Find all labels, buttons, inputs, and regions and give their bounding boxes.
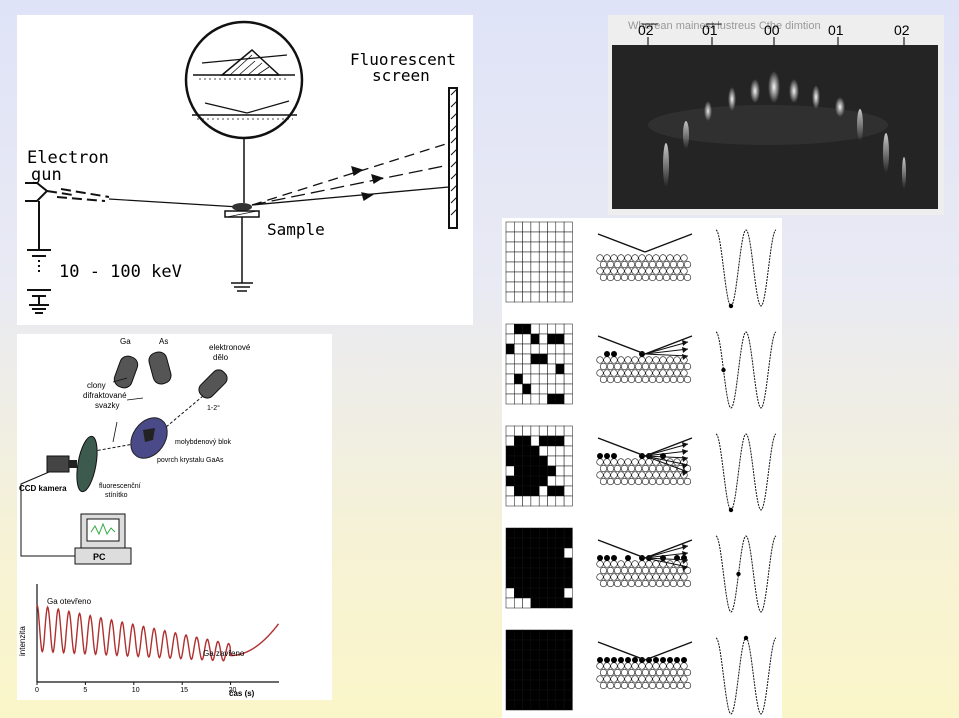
molybdenum-block-icon bbox=[130, 417, 168, 459]
intensity-curve bbox=[715, 635, 777, 715]
x-tick-label: 5 bbox=[83, 687, 87, 694]
pattern-label-01: 01 bbox=[828, 22, 844, 38]
atom-model bbox=[596, 335, 693, 384]
crystal-surface-label: povrch krystalu GaAs bbox=[157, 457, 224, 464]
oscillation-xlabel: čas (s) bbox=[229, 689, 255, 698]
mbe-diagram: Ga As elektronové dělo 1-2° clony difrak… bbox=[18, 337, 280, 698]
diffracted-beams bbox=[251, 142, 450, 206]
oscillation-series-line bbox=[36, 604, 280, 662]
angle-label: 1-2° bbox=[207, 404, 220, 412]
fluorescent-screen-label-2: screen bbox=[372, 66, 430, 85]
fluorescent-screen-icon bbox=[76, 435, 98, 493]
surface-coverage-grid bbox=[505, 425, 573, 507]
sample-holder bbox=[224, 203, 260, 292]
ccd-camera-icon bbox=[46, 455, 77, 473]
pattern-label-00: 00 bbox=[764, 22, 780, 38]
sample-label: Sample bbox=[267, 220, 325, 239]
rheed-schematic: Electron gun Sample Fluoresc bbox=[17, 15, 473, 325]
voltage-label: 10 - 100 keV bbox=[59, 262, 182, 282]
battery-icon bbox=[27, 249, 51, 314]
growth-stage-row bbox=[505, 221, 777, 309]
ga-label: Ga bbox=[120, 337, 131, 346]
x-tick-label: 10 bbox=[132, 687, 140, 694]
growth-stage-row bbox=[505, 323, 777, 409]
growth-stage-row bbox=[505, 629, 777, 715]
intensity-curve bbox=[715, 433, 777, 513]
pattern-axis bbox=[647, 37, 905, 47]
intensity-marker bbox=[728, 303, 734, 309]
pattern-label-02bar: 0̅2̅ bbox=[638, 22, 659, 38]
oscillation-ylabel: intenzita bbox=[18, 626, 27, 656]
pc-icon bbox=[74, 513, 132, 565]
x-tick-label: 15 bbox=[180, 687, 188, 694]
intensity-curve bbox=[715, 535, 777, 613]
background-text: Wherean mainest lustreus Cthe dimtion bbox=[628, 20, 821, 32]
intensity-marker bbox=[743, 635, 749, 641]
intensity-curve bbox=[715, 331, 777, 409]
ga-effusion-cell-icon bbox=[113, 355, 139, 389]
fluorescent-screen-label-1: Fluorescent bbox=[350, 50, 456, 69]
intensity-marker bbox=[728, 507, 734, 513]
electron-gun-label-1: Electron bbox=[27, 148, 109, 168]
growth-stage-row bbox=[505, 527, 777, 613]
atom-model bbox=[596, 641, 693, 690]
magnified-surface-inset bbox=[184, 20, 304, 203]
growth-stages-diagram bbox=[505, 221, 777, 715]
ga-open-label: Ga otevřeno bbox=[47, 597, 92, 606]
x-tick-label: 0 bbox=[35, 687, 39, 694]
growth-stage-row bbox=[505, 425, 777, 513]
electron-gun-label-2: dělo bbox=[213, 353, 229, 362]
pc-label: PC bbox=[93, 552, 106, 562]
ga-closed-label: Ga zavřeno bbox=[203, 649, 245, 658]
surface-coverage-grid bbox=[505, 221, 573, 303]
atom-model bbox=[596, 233, 693, 282]
pattern-label-01bar: 0̅1̅ bbox=[702, 22, 723, 38]
molybdenum-block-label: molybdenový blok bbox=[175, 439, 232, 446]
atom-model bbox=[596, 539, 693, 588]
x-tick-label: 20 bbox=[229, 687, 237, 694]
electron-gun-icon bbox=[25, 182, 110, 250]
intensity-curve bbox=[715, 229, 777, 309]
as-label: As bbox=[159, 337, 168, 346]
mbe-setup-panel: Ga As elektronové dělo 1-2° clony difrak… bbox=[17, 334, 332, 700]
fluorescent-screen-label-1: fluorescenční bbox=[99, 483, 141, 490]
intensity-marker bbox=[736, 571, 741, 577]
diffraction-streaks bbox=[648, 71, 906, 189]
shutters-label-2: difraktované bbox=[83, 391, 127, 400]
atom-model bbox=[596, 437, 693, 486]
growth-stages-panel bbox=[502, 218, 782, 718]
rheed-diagram: Electron gun Sample Fluoresc bbox=[25, 20, 458, 314]
shutters-label-3: svazky bbox=[95, 401, 119, 410]
fluorescent-screen bbox=[448, 87, 458, 229]
pattern-label-02: 02 bbox=[894, 22, 910, 38]
intensity-marker bbox=[721, 367, 726, 373]
surface-coverage-grid bbox=[505, 527, 573, 609]
diffraction-image: Wherean mainest lustreus Cthe dimtion bbox=[608, 15, 944, 215]
shutters-label-1: clony bbox=[87, 381, 106, 390]
fluorescent-screen-label-2: stínítko bbox=[105, 492, 128, 499]
ccd-camera-label: CCD kamera bbox=[19, 484, 67, 493]
surface-coverage-grid bbox=[505, 629, 573, 711]
electron-gun-label-1: elektronové bbox=[209, 343, 251, 352]
electron-gun-label-2: gun bbox=[31, 165, 62, 185]
electron-gun-icon bbox=[198, 369, 228, 399]
as-effusion-cell-icon bbox=[148, 351, 172, 385]
surface-coverage-grid bbox=[505, 323, 573, 405]
diffraction-pattern-photo: Wherean mainest lustreus Cthe dimtion bbox=[608, 15, 944, 215]
oscillation-chart: 0 5 10 15 20 bbox=[35, 584, 280, 694]
